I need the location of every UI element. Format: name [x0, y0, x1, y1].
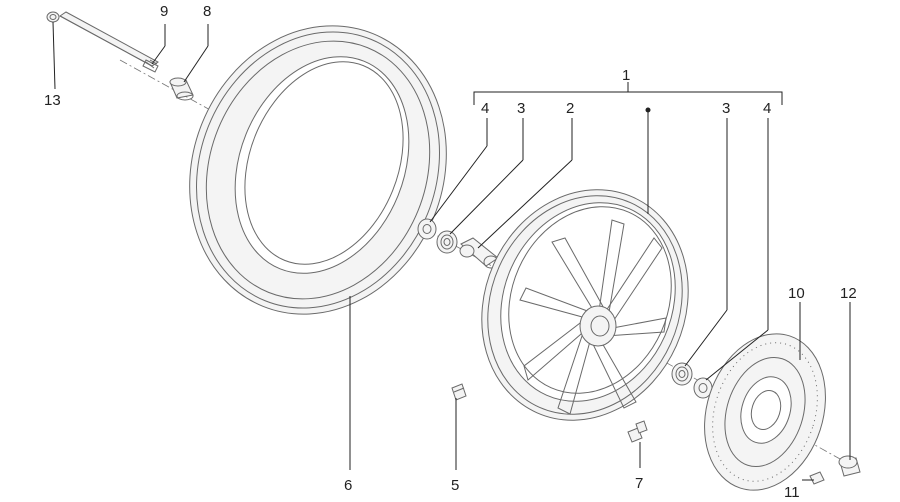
wheel-spokes	[519, 219, 667, 415]
callout-2: 2	[566, 100, 574, 117]
callout-3-left: 3	[517, 100, 525, 117]
valve	[451, 383, 467, 401]
tire	[189, 25, 447, 315]
spacer-left	[169, 77, 194, 101]
callout-4-right: 4	[763, 100, 771, 117]
callout-4-left: 4	[481, 100, 489, 117]
balance-weights	[627, 420, 648, 443]
spacer-right	[838, 455, 861, 477]
wheel-rim	[481, 107, 689, 421]
disc-screw	[809, 471, 825, 485]
callout-13: 13	[44, 92, 61, 109]
callout-7: 7	[635, 475, 643, 492]
leader-lines	[52, 21, 851, 481]
callout-1: 1	[622, 67, 630, 84]
wheel-hub	[579, 305, 617, 347]
callout-6: 6	[344, 477, 352, 494]
callout-12: 12	[840, 285, 857, 302]
brake-disc	[704, 333, 826, 491]
washer-left	[417, 218, 437, 240]
callout-9: 9	[160, 3, 168, 20]
axle-nut	[46, 11, 60, 23]
spacer-tube	[459, 237, 499, 269]
bearing-right	[671, 362, 693, 386]
callout-8: 8	[203, 3, 211, 20]
callout-3-right: 3	[722, 100, 730, 117]
callout-labels: 1 2 3 3 4 4 5 6 7 8 9 10 11 12 13	[44, 3, 857, 501]
callout-10: 10	[788, 285, 805, 302]
callout-11: 11	[784, 484, 800, 501]
axle	[59, 11, 159, 73]
callout-5: 5	[451, 477, 459, 494]
bearing-left	[436, 230, 458, 254]
